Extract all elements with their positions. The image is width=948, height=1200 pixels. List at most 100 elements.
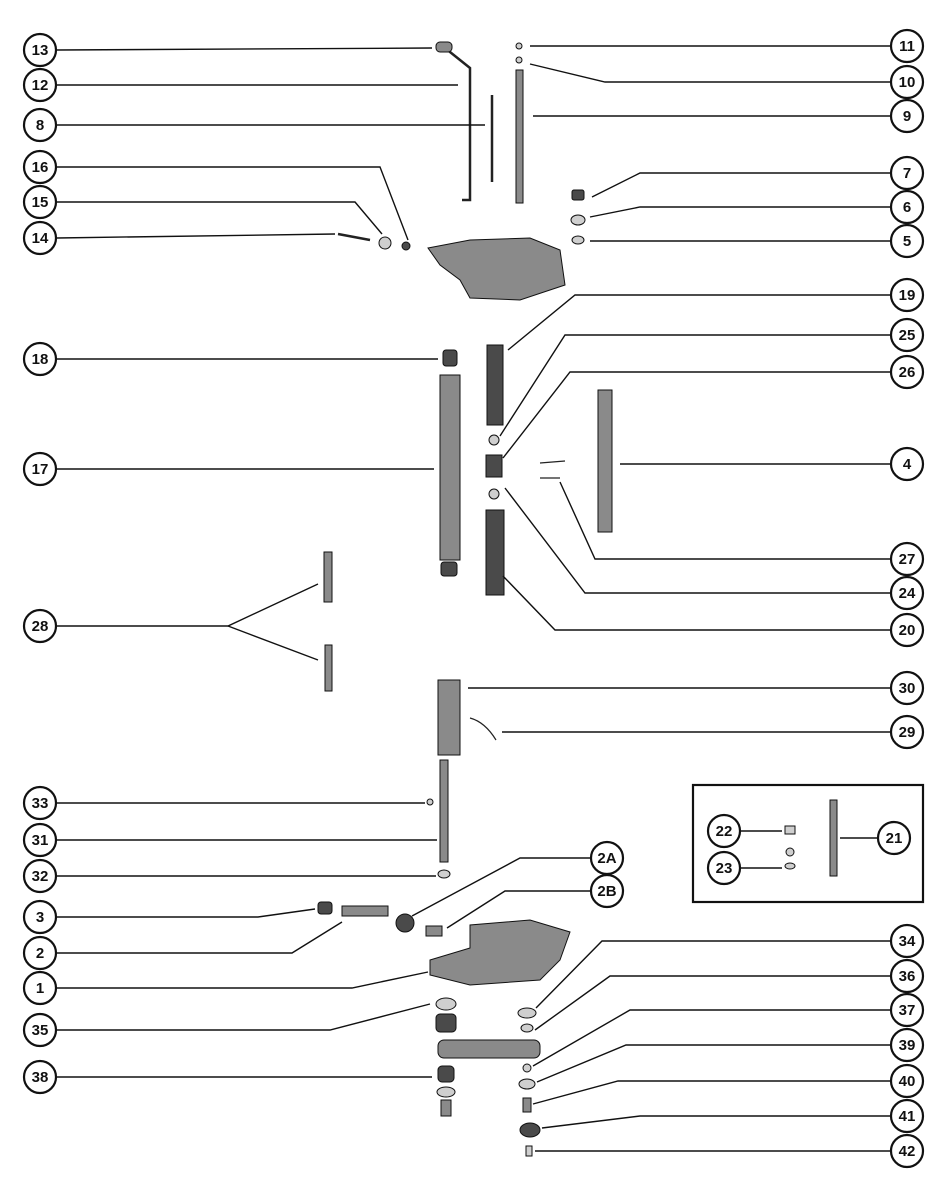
part-washer-36	[520, 1023, 534, 1033]
callout-14: 14	[22, 220, 58, 256]
leader-28	[57, 583, 319, 627]
part-screw-2b	[425, 925, 443, 937]
svg-text:31: 31	[32, 832, 49, 849]
svg-text:2A: 2A	[597, 850, 616, 867]
svg-text:17: 17	[32, 461, 49, 478]
part-washer-34	[517, 1007, 537, 1019]
svg-text:28: 28	[32, 618, 49, 635]
leader-27	[559, 481, 890, 560]
callout-31: 31	[22, 822, 58, 858]
svg-text:32: 32	[32, 868, 49, 885]
leader-10	[529, 63, 890, 83]
callout-32: 32	[22, 858, 58, 894]
part-inset-clip-22	[784, 825, 796, 835]
svg-text:21: 21	[886, 830, 903, 847]
callout-38: 38	[22, 1059, 58, 1095]
svg-text:6: 6	[903, 199, 911, 216]
part-nut-17b	[440, 561, 458, 577]
part-bolt-38c	[440, 1099, 452, 1117]
callout-5: 5	[889, 223, 925, 259]
callout-12: 12	[22, 67, 58, 103]
svg-text:15: 15	[32, 194, 49, 211]
part-washer-10	[515, 56, 523, 64]
callout-27: 27	[889, 541, 925, 577]
leader-40	[532, 1080, 890, 1105]
callout-40: 40	[889, 1063, 925, 1099]
leader-15	[57, 201, 383, 235]
callout-19: 19	[889, 277, 925, 313]
svg-text:23: 23	[716, 860, 733, 877]
callout-41: 41	[889, 1098, 925, 1134]
svg-text:2B: 2B	[597, 883, 616, 900]
callout-18: 18	[22, 341, 58, 377]
callout-20: 20	[889, 612, 925, 648]
leader-19	[507, 294, 890, 351]
leader-2b	[446, 890, 590, 929]
leader-2a	[411, 857, 590, 917]
part-grommet-13	[435, 41, 453, 53]
svg-text:3: 3	[36, 909, 44, 926]
svg-text:38: 38	[32, 1069, 49, 1086]
leader-35	[57, 1003, 431, 1031]
callout-34: 34	[889, 923, 925, 959]
callout-10: 10	[889, 64, 925, 100]
callout-42: 42	[889, 1133, 925, 1169]
svg-text:18: 18	[32, 351, 49, 368]
callout-28: 28	[22, 608, 58, 644]
part-nut-7	[571, 189, 585, 201]
svg-text:12: 12	[32, 77, 49, 94]
part-washer-37	[522, 1063, 532, 1073]
leader-39	[536, 1044, 890, 1083]
leader-20	[502, 575, 890, 631]
part-washer-32	[437, 869, 451, 879]
callout-21: 21	[876, 820, 912, 856]
leader-16	[57, 166, 409, 241]
svg-text:24: 24	[899, 585, 916, 602]
callout-24: 24	[889, 575, 925, 611]
part-bushing-2a	[395, 913, 415, 933]
part-coupler-19	[486, 344, 504, 426]
svg-text:9: 9	[903, 108, 911, 125]
part-rod-9	[515, 69, 524, 204]
part-pin-27a	[539, 460, 566, 464]
svg-text:4: 4	[903, 456, 912, 473]
svg-text:36: 36	[899, 968, 916, 985]
callout-7: 7	[889, 155, 925, 191]
callout-1: 1	[22, 970, 58, 1006]
part-washer-5	[571, 235, 585, 245]
callout-22: 22	[706, 813, 742, 849]
part-nut-41	[519, 1122, 541, 1138]
part-drawings	[317, 41, 838, 1157]
inset-frame	[691, 783, 925, 904]
part-bushing-38	[437, 1065, 455, 1083]
callout-16: 16	[22, 149, 58, 185]
part-pin-28a	[323, 551, 333, 603]
part-clip-29	[469, 717, 497, 741]
svg-text:30: 30	[899, 680, 916, 697]
callout-9: 9	[889, 98, 925, 134]
leader-lines	[56, 45, 890, 1152]
svg-text:7: 7	[903, 165, 911, 182]
svg-text:39: 39	[899, 1037, 916, 1054]
callout-26: 26	[889, 354, 925, 390]
svg-text:14: 14	[32, 230, 49, 247]
callout-37: 37	[889, 992, 925, 1028]
part-nut-16	[401, 241, 411, 251]
callout-23: 23	[706, 850, 742, 886]
leader-28b	[227, 625, 319, 661]
part-inset-washer-23a	[785, 847, 795, 857]
leader-41	[541, 1115, 890, 1129]
svg-text:2: 2	[36, 945, 44, 962]
part-pin-28b	[324, 644, 333, 692]
part-rod-4	[597, 389, 613, 533]
part-nut-3	[317, 901, 333, 915]
part-bushing-35b	[435, 1013, 457, 1033]
leader-2	[57, 921, 343, 954]
part-inset-rod-21	[829, 799, 838, 877]
part-bolt-14	[337, 232, 371, 242]
callout-30: 30	[889, 670, 925, 706]
callout-33: 33	[22, 785, 58, 821]
part-block-26	[485, 454, 503, 478]
svg-text:40: 40	[899, 1073, 916, 1090]
